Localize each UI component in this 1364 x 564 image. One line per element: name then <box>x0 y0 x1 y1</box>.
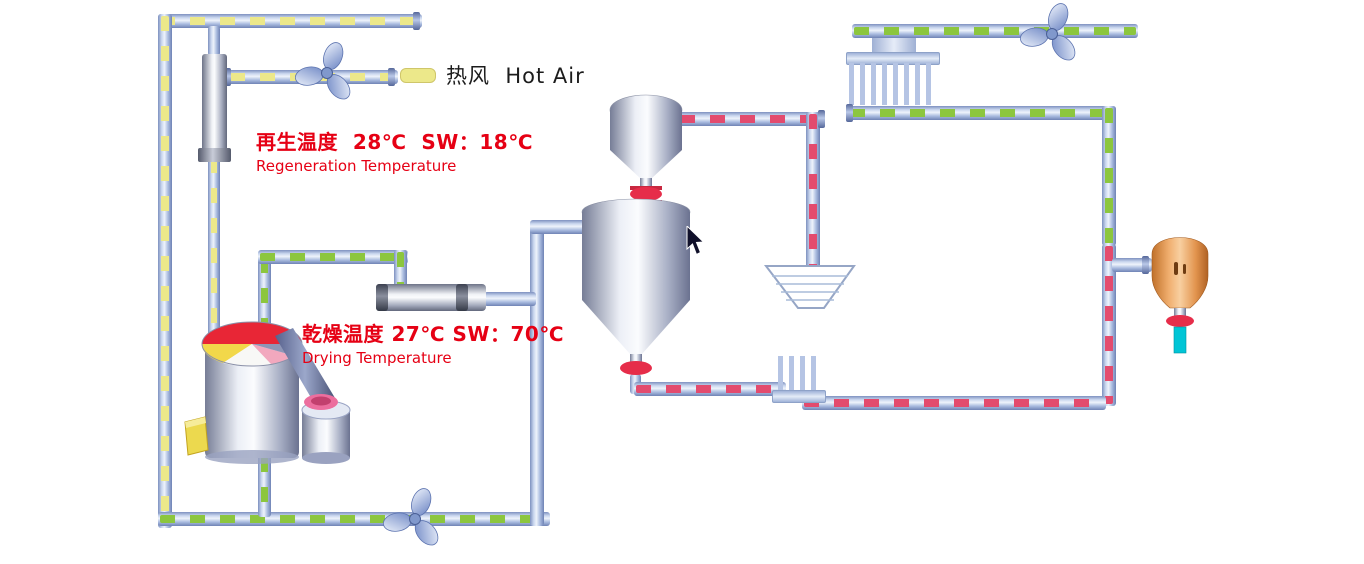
catch-tank <box>763 265 856 309</box>
pipe-right-down-green <box>1102 106 1116 246</box>
hot-air-dash-swatch <box>400 67 436 83</box>
pipe-joint <box>388 68 395 86</box>
hot-air-legend-label: 热风 Hot Air <box>446 64 585 88</box>
heat-exchanger-riser <box>872 34 916 54</box>
heater-end-cap <box>376 284 388 311</box>
pipe-regeneration-top <box>258 250 408 264</box>
pipe-muffler-stub <box>208 26 220 56</box>
drying-temperature-caption: Drying Temperature <box>302 349 452 367</box>
pipe-right-down-red <box>1102 244 1116 406</box>
regeneration-temperature-caption: Regeneration Temperature <box>256 157 457 175</box>
pipe-cyclone-discharge <box>634 382 786 396</box>
feed-hopper <box>609 94 683 204</box>
product-outlet <box>1173 326 1187 354</box>
pipe-hot-air-top <box>158 14 422 28</box>
drying-temperature-value: 乾燥温度 27℃ SW：70℃ <box>302 322 564 346</box>
muffler-filter <box>202 54 227 154</box>
drying-annotation: 乾燥温度 27℃ SW：70℃ Drying Temperature <box>302 318 564 367</box>
pipe-joint <box>818 110 825 128</box>
cursor-pointer-icon <box>686 226 705 256</box>
heater-band <box>456 284 468 311</box>
pipe-joint <box>224 68 231 86</box>
pipe-dryer-bottom-return <box>258 455 271 517</box>
valve-icon <box>620 361 652 375</box>
regeneration-annotation: 再生温度 28℃ SW：18℃ Regeneration Temperature <box>256 126 533 175</box>
pipe-exhaust-overhead <box>678 112 824 126</box>
rotor-sector-white <box>223 344 271 367</box>
pipe-exhaust-down-to-tank <box>806 112 820 270</box>
pipe-heat-exchanger-out <box>848 106 1116 120</box>
pipe-dryer-outlet-riser <box>258 256 271 338</box>
receiver-vessel <box>1151 237 1209 354</box>
valve-icon <box>1166 315 1194 327</box>
hot-air-fan-icon <box>294 42 351 100</box>
regeneration-temperature-value: 再生温度 28℃ SW：18℃ <box>256 130 533 154</box>
honeycomb-rotor-dryer <box>184 321 351 464</box>
pipe-joint <box>846 104 853 122</box>
pipe-top-right <box>852 24 1138 38</box>
condenser-header <box>772 390 826 403</box>
valve-icon <box>630 187 662 201</box>
pipe-bottom-right <box>802 396 1106 410</box>
pipe-return-bottom <box>158 512 550 526</box>
drying-hopper-cyclone <box>581 198 691 375</box>
condenser-fins <box>778 356 818 390</box>
pipe-heater-outlet <box>484 292 536 306</box>
feed-chute <box>275 328 335 408</box>
hot-air-legend: 热风 Hot Air <box>400 60 585 90</box>
heat-exchanger-fins <box>849 63 935 105</box>
return-air-fan-icon <box>382 488 439 546</box>
pipe-joint <box>413 12 420 30</box>
exhaust-fan-icon <box>1019 3 1076 61</box>
pipe-hot-air-left-riser <box>158 14 172 528</box>
pipe-riser-to-cyclone <box>530 222 544 526</box>
muffler-collar <box>198 148 231 162</box>
pipe-joint <box>1142 256 1149 274</box>
pipe-muffler-down <box>208 156 220 338</box>
pipe-heater-inlet-down <box>394 250 407 292</box>
regeneration-heater <box>376 284 486 311</box>
rotor-sector-pink <box>252 344 295 364</box>
